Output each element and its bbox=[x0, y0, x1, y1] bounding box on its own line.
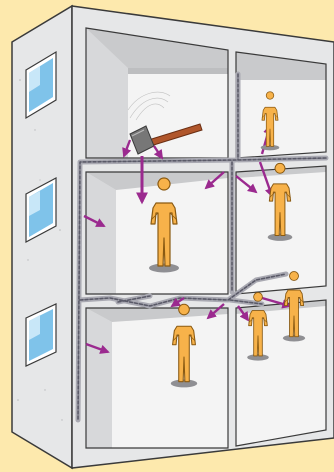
room-top-right bbox=[236, 52, 326, 158]
room-bottom-left bbox=[86, 308, 228, 448]
room-middle-left bbox=[86, 172, 228, 294]
